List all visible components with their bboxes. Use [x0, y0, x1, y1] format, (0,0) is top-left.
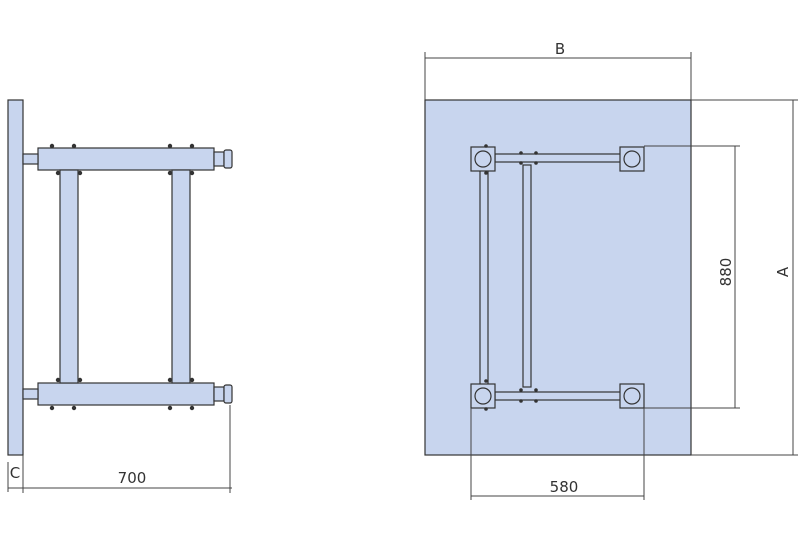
side-view-foot-lower-right	[213, 386, 225, 402]
bolt	[71, 405, 77, 411]
dimension-side-depth-label: 700	[118, 469, 147, 487]
bolt	[77, 377, 83, 383]
side-view-foot-upper-right	[213, 151, 225, 167]
bolt	[534, 399, 538, 403]
top-view-crossbar-top	[494, 153, 622, 163]
bolt	[484, 171, 488, 175]
bolt	[49, 143, 55, 149]
side-view-rail-lower	[37, 382, 215, 406]
bolt	[167, 143, 173, 149]
side-view-bolts	[49, 143, 195, 411]
bolt	[534, 151, 538, 155]
top-view-tabletop	[424, 99, 692, 456]
side-view-foot-lower-right-pad	[223, 384, 233, 404]
top-view-leg-bottom-right	[623, 387, 641, 405]
bolt	[189, 405, 195, 411]
side-view-stud-lower-left	[22, 388, 39, 400]
bolt	[519, 161, 523, 165]
side-view-foot-upper-right-pad	[223, 149, 233, 169]
bolt	[167, 170, 173, 176]
bolt	[519, 388, 523, 392]
top-view-leg-top-left	[474, 150, 492, 168]
bolt	[167, 405, 173, 411]
top-view-rail-left	[479, 169, 489, 386]
top-view-leg-top-right	[623, 150, 641, 168]
bolt	[519, 399, 523, 403]
bolt	[534, 161, 538, 165]
bolt	[71, 143, 77, 149]
dimension-top-length-label: A	[774, 266, 792, 277]
bolt	[77, 170, 83, 176]
bolt	[189, 170, 195, 176]
top-view-crossbar-bottom	[494, 391, 622, 401]
dimension-top-length	[691, 99, 798, 456]
dimension-leg-span-short-label: 580	[550, 478, 579, 496]
dimension-leg-span-long	[644, 145, 740, 409]
bolt	[484, 144, 488, 148]
bolt	[49, 405, 55, 411]
bolt	[189, 143, 195, 149]
side-view	[7, 99, 233, 456]
dimension-leg-span-long-label: 880	[717, 258, 735, 287]
bolt	[484, 379, 488, 383]
side-view-stud-upper-left	[22, 153, 39, 165]
dimension-side-depth	[7, 405, 232, 493]
bolt	[534, 388, 538, 392]
side-view-tabletop	[7, 99, 24, 456]
bolt	[484, 407, 488, 411]
dimension-top-width	[424, 52, 692, 100]
top-view	[424, 99, 692, 456]
side-view-leg-right	[171, 169, 191, 384]
dimension-top-width-label: B	[555, 40, 565, 58]
bolt	[189, 377, 195, 383]
top-view-leg-bottom-left	[474, 387, 492, 405]
side-view-leg-left	[59, 169, 79, 384]
side-view-rail-upper	[37, 147, 215, 171]
bolt	[55, 170, 61, 176]
bolt	[167, 377, 173, 383]
top-view-rail-inner	[522, 164, 532, 388]
bolt	[55, 377, 61, 383]
top-view-bolts	[484, 144, 538, 411]
bolt	[519, 151, 523, 155]
dimension-thickness-label: C	[10, 464, 20, 482]
dimension-leg-span-short	[470, 408, 645, 500]
